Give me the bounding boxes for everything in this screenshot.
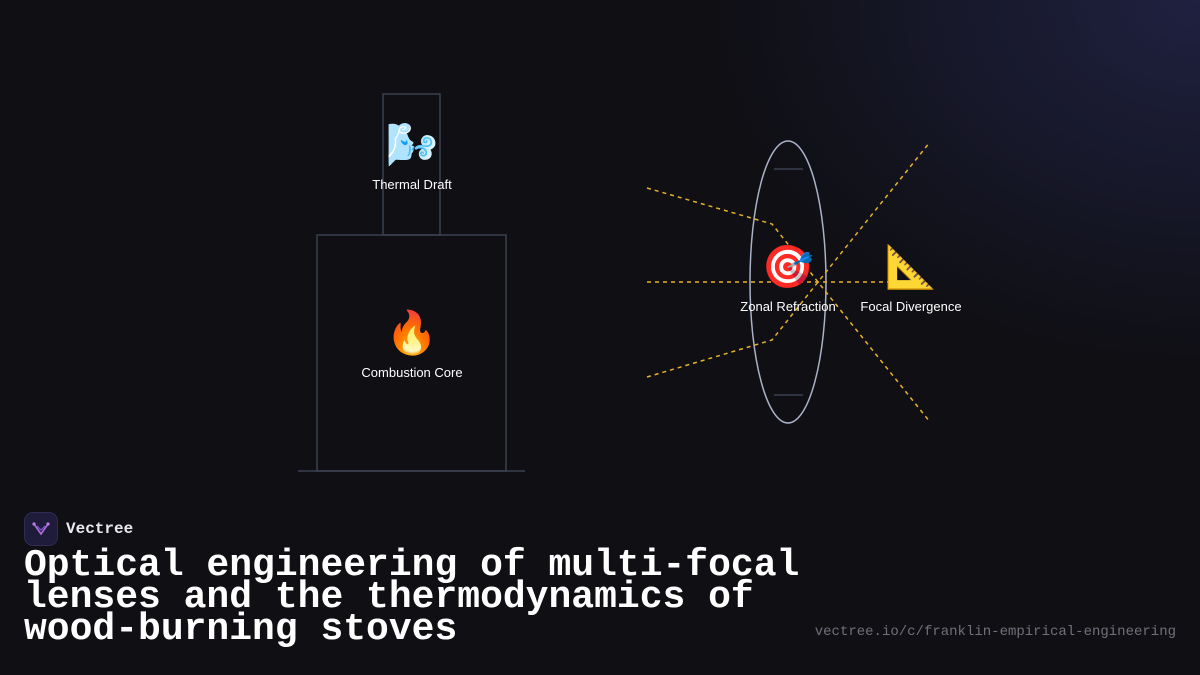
- focal-divergence-label: Focal Divergence: [860, 299, 962, 314]
- thermal-draft-label: Thermal Draft: [372, 177, 452, 192]
- thermal-draft-node: 🌬️ Thermal Draft: [332, 121, 492, 192]
- ray-lower: [646, 141, 931, 378]
- zonal-refraction-node: 🎯 Zonal Refraction: [708, 243, 868, 314]
- lens-diagram: [646, 140, 931, 424]
- brand-name: Vectree: [66, 520, 134, 538]
- triangular-ruler-icon: 📐: [884, 243, 938, 290]
- focal-divergence-node: 📐 Focal Divergence: [831, 243, 991, 314]
- combustion-core-label: Combustion Core: [361, 365, 463, 380]
- target-icon: 🎯: [761, 243, 815, 290]
- vectree-logo-icon: [24, 512, 58, 546]
- zonal-refraction-label: Zonal Refraction: [740, 299, 836, 314]
- brand: Vectree: [24, 512, 133, 546]
- ray-upper: [646, 187, 931, 423]
- light-rays: [646, 141, 931, 423]
- wind-icon: 🌬️: [385, 121, 439, 168]
- page-title: Optical engineering of multi-focal lense…: [24, 544, 800, 651]
- combustion-core-node: 🔥 Combustion Core: [332, 309, 492, 380]
- fire-icon: 🔥: [385, 309, 439, 356]
- page-url: vectree.io/c/franklin-empirical-engineer…: [814, 624, 1176, 640]
- stove-diagram: [298, 93, 525, 472]
